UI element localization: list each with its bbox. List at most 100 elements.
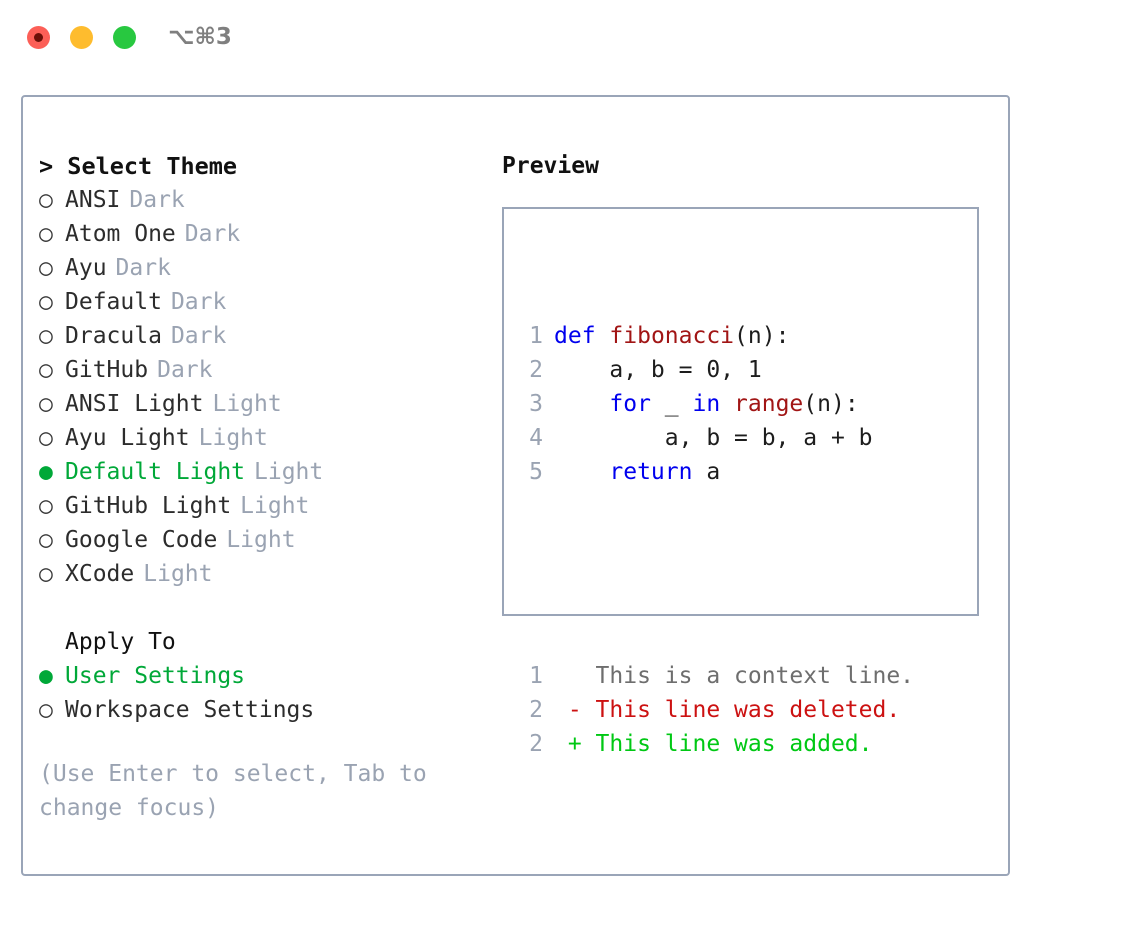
theme-name: ANSI xyxy=(65,187,121,213)
theme-variant-badge: Light xyxy=(254,459,324,485)
radio-selected-icon: ● xyxy=(39,663,53,689)
radio-unselected-icon: ○ xyxy=(39,289,53,315)
theme-name: Default Light xyxy=(65,459,246,485)
code-token: (n): xyxy=(734,323,790,349)
radio-unselected-icon: ○ xyxy=(39,221,53,247)
radio-selected-icon: ● xyxy=(39,459,53,485)
apply-to-label: Workspace Settings xyxy=(65,697,315,723)
apply-to-option[interactable]: ○ Workspace Settings xyxy=(39,693,479,727)
window-title: ⌥⌘3 xyxy=(168,24,232,50)
theme-name: ANSI Light xyxy=(65,391,204,417)
theme-name: Dracula xyxy=(65,323,162,349)
theme-list-item[interactable]: ○ Ayu Light Light xyxy=(39,421,479,455)
code-token: def xyxy=(554,323,596,349)
code-token: for xyxy=(609,391,651,417)
theme-name: Ayu xyxy=(65,255,107,281)
theme-variant-badge: Dark xyxy=(170,289,227,315)
theme-name: XCode xyxy=(65,561,135,587)
theme-variant-badge: Light xyxy=(143,561,213,587)
preview-title: Preview xyxy=(502,153,599,179)
theme-name: GitHub Light xyxy=(65,493,232,519)
close-button[interactable] xyxy=(27,26,50,49)
code-token xyxy=(554,459,609,485)
diff-line: 2 + This line was added. xyxy=(519,727,914,761)
theme-variant-badge: Light xyxy=(212,391,282,417)
radio-unselected-icon: ○ xyxy=(39,493,53,519)
theme-variant-badge: Dark xyxy=(129,187,185,213)
line-number: 4 xyxy=(529,425,543,451)
code-token: _ xyxy=(650,391,693,417)
theme-name: Default xyxy=(65,289,162,315)
apply-to-label: User Settings xyxy=(65,663,246,689)
theme-variant-badge: Light xyxy=(198,425,268,451)
theme-name: Google Code xyxy=(65,527,218,553)
theme-variant-badge: Light xyxy=(226,527,296,553)
theme-list-item[interactable]: ○ ANSI Dark xyxy=(39,183,479,217)
maximize-button[interactable] xyxy=(113,26,136,49)
line-number: 1 xyxy=(529,323,543,349)
code-token: a xyxy=(692,459,721,485)
theme-list-item[interactable]: ● Default Light Light xyxy=(39,455,479,489)
line-number: 3 xyxy=(529,391,543,417)
code-token: range xyxy=(734,391,804,417)
code-line: 3 for _ in range(n): xyxy=(519,387,914,421)
code-token: a, b = 0, 1 xyxy=(554,357,762,383)
code-token: in xyxy=(692,391,721,417)
code-line: 2 a, b = 0, 1 xyxy=(519,353,914,387)
title-bar: ⌥⌘3 xyxy=(0,0,1140,76)
diff-line: 1 This is a context line. xyxy=(519,659,914,693)
minimize-button[interactable] xyxy=(70,26,93,49)
diff-text: - This line was deleted. xyxy=(554,697,901,723)
code-token: return xyxy=(609,459,693,485)
theme-variant-badge: Dark xyxy=(157,357,213,383)
line-number: 2 xyxy=(529,731,543,757)
code-line: 1 def fibonacci(n): xyxy=(519,319,914,353)
radio-unselected-icon: ○ xyxy=(39,391,53,417)
theme-variant-badge: Dark xyxy=(115,255,171,281)
code-token: (n): xyxy=(803,391,859,417)
code-line: 4 a, b = b, a + b xyxy=(519,421,914,455)
theme-name: Ayu Light xyxy=(65,425,190,451)
code-token xyxy=(720,391,734,417)
line-number: 2 xyxy=(529,357,543,383)
line-number: 5 xyxy=(529,459,543,485)
theme-list-item[interactable]: ○ ANSI Light Light xyxy=(39,387,479,421)
radio-unselected-icon: ○ xyxy=(39,187,53,213)
diff-lines: 1 This is a context line.2 - This line w… xyxy=(519,659,914,761)
diff-text: This is a context line. xyxy=(554,663,915,689)
code-diff-gap xyxy=(519,557,914,591)
line-number: 1 xyxy=(529,663,543,689)
diff-line: 2 - This line was deleted. xyxy=(519,693,914,727)
radio-unselected-icon: ○ xyxy=(39,323,53,349)
theme-picker-heading: > Select Theme xyxy=(39,152,238,180)
code-line: 5 return a xyxy=(519,455,914,489)
code-token xyxy=(596,323,610,349)
code-token xyxy=(554,391,609,417)
line-number: 2 xyxy=(529,697,543,723)
apply-to-option[interactable]: ● User Settings xyxy=(39,659,479,693)
radio-unselected-icon: ○ xyxy=(39,527,53,553)
code-token: a, b = b, a + b xyxy=(554,425,873,451)
theme-name: GitHub xyxy=(65,357,149,383)
code-token: fibonacci xyxy=(609,323,735,349)
theme-list-item[interactable]: ○ Default Dark xyxy=(39,285,479,319)
theme-name: Atom One xyxy=(65,221,176,247)
keyboard-hint: (Use Enter to select, Tab to change focu… xyxy=(39,761,427,821)
theme-list-item[interactable]: ○ Google Code Light xyxy=(39,523,479,557)
radio-unselected-icon: ○ xyxy=(39,697,53,723)
traffic-lights xyxy=(27,26,136,49)
radio-unselected-icon: ○ xyxy=(39,425,53,451)
section-spacer xyxy=(39,591,479,625)
